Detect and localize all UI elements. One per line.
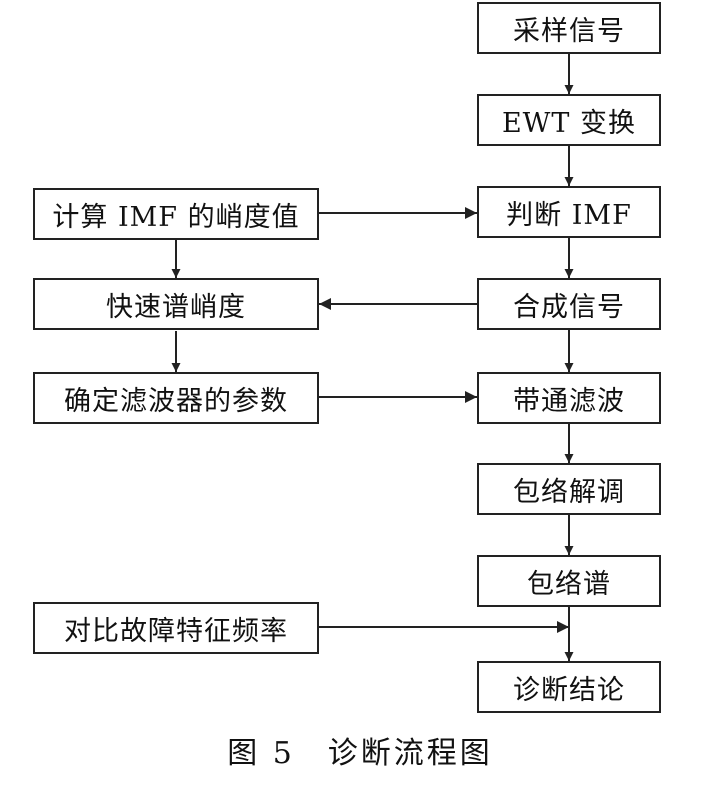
node-label: 计算 IMF 的峭度值 [52, 201, 300, 233]
figure-caption: 图 5 诊断流程图 [227, 736, 493, 771]
node-label: 包络谱 [527, 568, 611, 600]
node-kurtosis-imf: 计算 IMF 的峭度值 [33, 188, 319, 240]
node-label: 采样信号 [513, 15, 625, 47]
node-judge-imf: 判断 IMF [477, 186, 661, 238]
node-label: 带通滤波 [513, 385, 625, 417]
node-bandpass-filter: 带通滤波 [477, 372, 661, 424]
node-label: 合成信号 [513, 291, 625, 323]
node-compare-fault-frequency: 对比故障特征频率 [33, 602, 319, 654]
node-filter-parameters: 确定滤波器的参数 [33, 372, 319, 424]
node-label: 诊断结论 [513, 674, 625, 706]
node-sampling-signal: 采样信号 [477, 2, 661, 54]
node-fast-kurtogram: 快速谱峭度 [33, 278, 319, 330]
node-label: 对比故障特征频率 [64, 615, 288, 647]
node-label: 快速谱峭度 [106, 291, 246, 323]
node-envelope-demodulation: 包络解调 [477, 463, 661, 515]
node-ewt-transform: EWT 变换 [477, 94, 661, 146]
node-label: 判断 IMF [506, 199, 632, 231]
node-label: EWT 变换 [501, 107, 637, 139]
node-synthesis-signal: 合成信号 [477, 278, 661, 330]
node-diagnosis-conclusion: 诊断结论 [477, 661, 661, 713]
node-label: 确定滤波器的参数 [64, 385, 288, 417]
node-envelope-spectrum: 包络谱 [477, 555, 661, 607]
node-label: 包络解调 [513, 476, 625, 508]
